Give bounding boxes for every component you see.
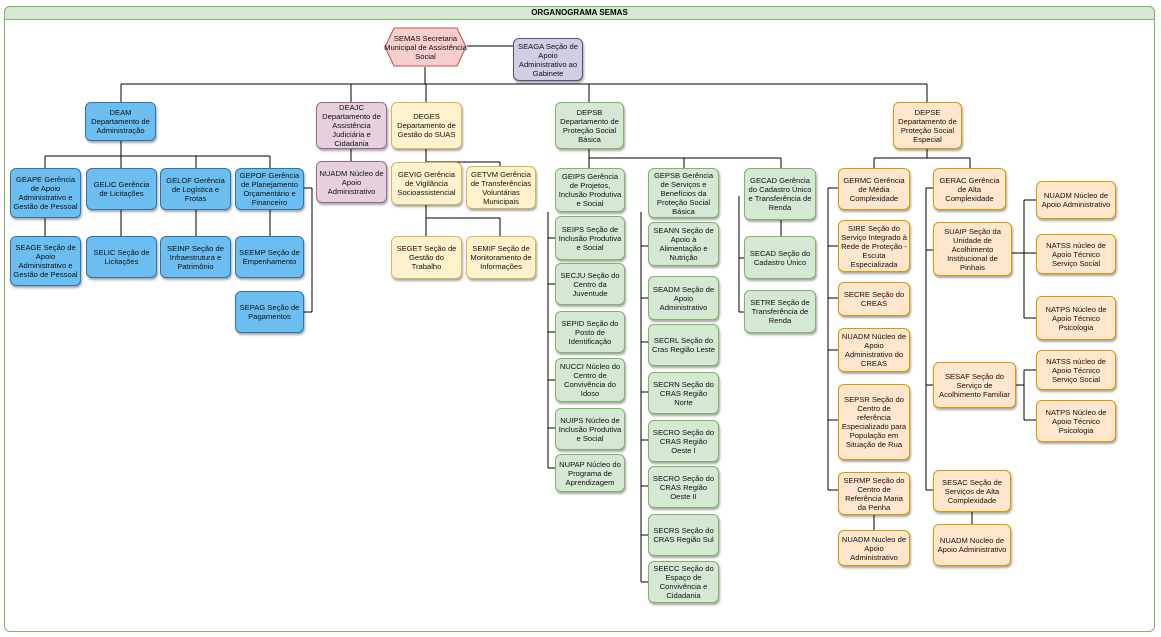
root-semas-node[interactable]: SEMAS Secretaria Municipal de Assistênci…	[384, 27, 467, 67]
nuadm-alta-node[interactable]: NUADM Nucleo de Apoio Administrativo	[933, 524, 1011, 566]
sire-node[interactable]: SIRE Seção do Serviço Integrado à Rede d…	[838, 220, 910, 272]
nucci-node[interactable]: NUCCI Núcleo do Centro de Convivência do…	[555, 358, 625, 402]
seage-node[interactable]: SEAGE Seção de Apoio Administrativo e Ge…	[10, 236, 81, 286]
sepid-node[interactable]: SEPID Seção do Posto de Identificação	[555, 311, 625, 353]
selic-node[interactable]: SELIC Seção de Licitações	[86, 236, 157, 278]
deges-node[interactable]: DEGES Departamento de Gestão do SUAS	[391, 102, 462, 149]
natss-suaip-node[interactable]: NATSS núcleo de Apoio Técnico Serviço So…	[1036, 234, 1116, 274]
depse-node[interactable]: DEPSE Departamento de Proteção Social Es…	[893, 102, 962, 149]
secju-node[interactable]: SECJU Seção do Centro da Juventude	[555, 263, 625, 305]
setre-node[interactable]: SETRE Seção de Transferência de Renda	[744, 290, 816, 333]
suaip-node[interactable]: SUAIP Seção da Unidade de Acolhimento In…	[933, 222, 1012, 276]
seips-node[interactable]: SEIPS Seção de Inclusão Produtiva e Soci…	[555, 216, 625, 260]
seann-node[interactable]: SEANN Seção de Apoio à Alimentação e Nut…	[648, 222, 719, 266]
secro2-node[interactable]: SECRO Seção do CRAS Região Oeste II	[648, 466, 719, 508]
sermp-node[interactable]: SERMP Seção do Centro de Referência Mari…	[838, 472, 910, 515]
deajc-node[interactable]: DEAJC Departamento de Assistência Judici…	[316, 102, 387, 149]
seadm-node[interactable]: SEADM Seção de Apoio Administrativo	[648, 276, 719, 320]
seecc-node[interactable]: SEECC Seção do Espaço de Convivência e C…	[648, 561, 719, 603]
sesac-node[interactable]: SESAC Seção de Serviços de Alta Complexi…	[933, 470, 1011, 512]
nupap-node[interactable]: NUPAP Núcleo do Programa de Aprendizagem	[555, 454, 625, 492]
nuadm-media-node[interactable]: NUADM Nucleo de Apoio Administrativo	[838, 530, 910, 566]
getvm-node[interactable]: GETVM Gerência de Transferências Voluntá…	[466, 166, 536, 209]
gelof-node[interactable]: GELOF Gerência de Logística e Frotas	[160, 168, 231, 210]
root-label: SEMAS Secretaria Municipal de Assistênci…	[384, 33, 467, 61]
gepof-node[interactable]: GEPOF Gerência de Planejamento Orçamentá…	[235, 168, 304, 210]
seinp-node[interactable]: SEINP Seção de Infraestrutura e Patrimôn…	[160, 236, 231, 278]
germc-node[interactable]: GERMC Gerência de Média Complexidade	[838, 168, 910, 210]
secrl-node[interactable]: SECRL Seção do Cras Região Leste	[648, 324, 719, 366]
sepsr-node[interactable]: SEPSR Seção do Centro de referência Espe…	[838, 384, 910, 460]
secro1-node[interactable]: SECRO Seção do CRAS Região Oeste I	[648, 420, 719, 462]
gecad-node[interactable]: GECAD Gerência do Cadastro Único e Trans…	[744, 168, 816, 220]
seaga-node[interactable]: SEAGA Seção de Apoio Administrativo ao G…	[513, 38, 583, 81]
seget-node[interactable]: SEGET Seção de Gestão do Trabalho	[391, 236, 462, 279]
hexagon-shape	[384, 27, 467, 67]
natss-sesaf-node[interactable]: NATSS núcleo de Apoio Técnico Serviço So…	[1036, 350, 1116, 390]
seemp-node[interactable]: SEEMP Seção de Empenhamento	[235, 236, 304, 278]
natps-sesaf-node[interactable]: NATPS Núcleo de Apoio Técnico Psicologia	[1036, 400, 1116, 442]
secre-node[interactable]: SECRE Seção do CREAS	[838, 282, 910, 316]
secrn-node[interactable]: SECRN Seção do CRAS Região Norte	[648, 372, 719, 414]
natps-suaip-node[interactable]: NATPS Núcleo de Apoio Técnico Psicologia	[1036, 296, 1116, 340]
nuadm-creas-node[interactable]: NUADM Núcleo de Apoio Administrativo do …	[838, 328, 910, 372]
secad-node[interactable]: SECAD Seção do Cadastro Único	[744, 236, 816, 279]
gevig-node[interactable]: GEVIG Gerência de Vigilância Socioassist…	[391, 162, 462, 205]
gerac-node[interactable]: GERAC Gerência de Alta Complexidade	[933, 168, 1006, 210]
depsb-node[interactable]: DEPSB Departamento de Proteção Social Bá…	[555, 102, 624, 149]
geips-node[interactable]: GEIPS Gerência de Projetos, Inclusão Pro…	[555, 168, 625, 212]
nuips-node[interactable]: NUIPS Núcleo de Inclusão Produtiva e Soc…	[555, 408, 625, 450]
deam-node[interactable]: DEAM Departamento de Administração	[85, 102, 156, 141]
chart-title: ORGANOGRAMA SEMAS	[4, 6, 1155, 20]
gepsb-node[interactable]: GEPSB Gerência de Serviços e Benefícios …	[648, 168, 719, 218]
deajc-nuadm-node[interactable]: NUADM Núcleo de Apoio Administrativo	[316, 161, 387, 203]
secrs-node[interactable]: SECRS Seção do CRAS Região Sul	[648, 514, 719, 556]
gelic-node[interactable]: GELIC Gerência de Licitações	[86, 168, 157, 210]
semif-node[interactable]: SEMIF Seção de Monitoramento de Informaç…	[466, 236, 536, 279]
nuadm-suaip-node[interactable]: NUADM Núcleo de Apoio Administrativo	[1036, 181, 1116, 219]
sesaf-node[interactable]: SESAF Seção do Serviço de Acolhimento Fa…	[933, 362, 1016, 408]
geape-node[interactable]: GEAPE Gerência de Apoio Administrativo e…	[10, 168, 81, 218]
sepag-node[interactable]: SEPAG Seção de Pagamentos	[235, 291, 304, 333]
